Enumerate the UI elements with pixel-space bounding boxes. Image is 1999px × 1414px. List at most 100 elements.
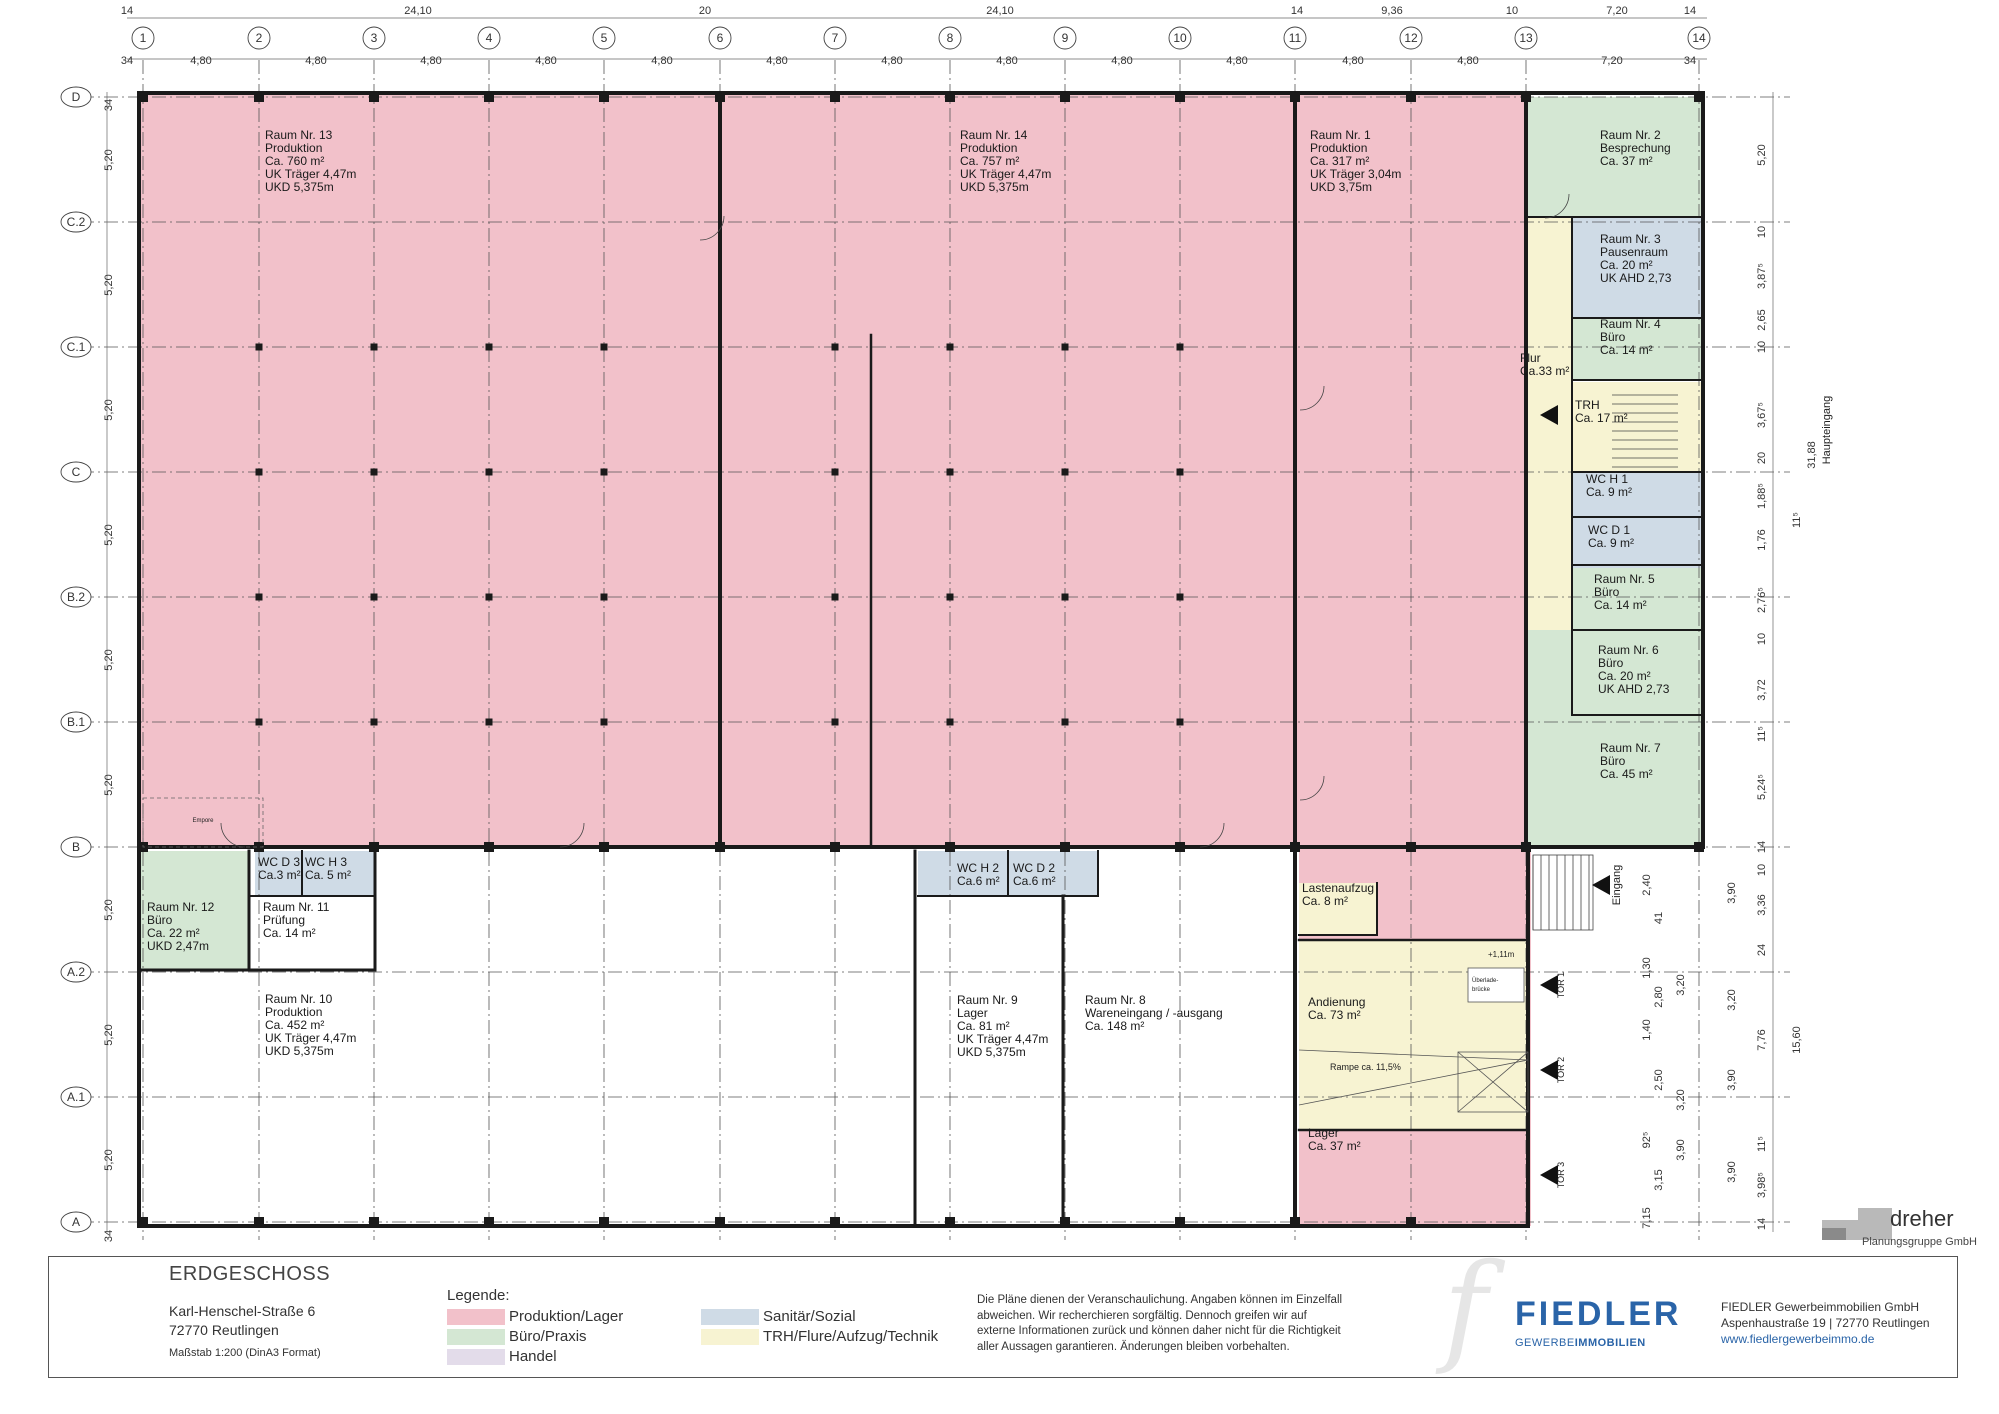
legend-label-2: Büro/Praxis — [509, 1328, 587, 1345]
column — [1406, 92, 1416, 102]
room-detail: Ca. 760 m² — [265, 154, 324, 168]
disclaimer-line: externe Informationen zurück und können … — [977, 1325, 1341, 1337]
room-detail: Ca. 81 m² — [957, 1019, 1010, 1033]
dim-left: 5,20 — [103, 149, 115, 170]
dim-right: 24 — [1756, 944, 1768, 956]
legend-swatch-5 — [701, 1329, 759, 1345]
axis-label: 3 — [371, 31, 378, 45]
room-detail: Ca. 22 m² — [147, 926, 200, 940]
dim-top-1: 24,10 — [986, 5, 1014, 17]
axis-bubble — [247, 26, 271, 50]
column — [1175, 1217, 1185, 1227]
dim-right-lower: 3,15 — [1653, 1169, 1665, 1190]
room-name: WC H 3 — [305, 855, 347, 869]
axis-label: 2 — [256, 31, 263, 45]
axis-marker-C: C — [60, 461, 92, 483]
axis-label: B.1 — [67, 715, 85, 729]
dim-top-1: 9,36 — [1381, 5, 1402, 17]
dim-right: 11⁵ — [1756, 726, 1768, 742]
axis-marker-5: 5 — [592, 26, 616, 50]
room-detail: Ca. 37 m² — [1600, 154, 1653, 168]
dim-top-2: 4,80 — [420, 55, 441, 67]
axis-bubble — [592, 26, 616, 50]
column — [1694, 92, 1704, 102]
column — [831, 468, 839, 476]
room-detail: Produktion — [265, 1005, 322, 1019]
dock-leveller-label: Überlade- — [1472, 977, 1498, 984]
dim-right-lower: 7,15 — [1641, 1207, 1653, 1228]
dim-right: 10 — [1756, 341, 1768, 353]
column — [1694, 842, 1704, 852]
axis-marker-A.1: A.1 — [60, 1086, 92, 1108]
axis-marker-B: B — [60, 836, 92, 858]
entrance-arrow — [1540, 405, 1558, 425]
door-swing — [1544, 193, 1570, 219]
column — [1061, 593, 1069, 601]
column — [1176, 718, 1184, 726]
room-detail: UKD 2,47m — [147, 939, 209, 953]
dim-top-1: 7,20 — [1606, 5, 1627, 17]
column — [1060, 1217, 1070, 1227]
column — [254, 92, 264, 102]
axis-bubble — [823, 26, 847, 50]
ramp — [1298, 967, 1529, 1113]
axis-bubble — [1399, 26, 1423, 50]
ramp-line — [1298, 1059, 1529, 1106]
legend-swatch-2 — [447, 1329, 505, 1345]
column — [1061, 468, 1069, 476]
dim-top-2: 4,80 — [881, 55, 902, 67]
room-name: Andienung — [1308, 995, 1365, 1009]
dim-right-outer: 11⁵ — [1791, 512, 1803, 528]
dim-top-1: 14 — [121, 5, 133, 17]
dim-top-2: 4,80 — [996, 55, 1017, 67]
column — [254, 842, 264, 852]
room-label-15: WC H 3Ca. 5 m² — [305, 855, 351, 882]
column — [254, 1217, 264, 1227]
room-detail: Ca. 452 m² — [265, 1018, 324, 1032]
door-swing — [1299, 775, 1325, 801]
column — [1521, 842, 1531, 852]
legend-label-3: Handel — [509, 1348, 557, 1365]
axis-label: 10 — [1173, 31, 1187, 45]
fill-wc-3 — [255, 851, 375, 896]
column — [1290, 842, 1300, 852]
column — [255, 593, 263, 601]
fill-room-3 — [1572, 218, 1704, 318]
address-city: 72770 Reutlingen — [169, 1322, 279, 1338]
height-label: +1,11m — [1488, 950, 1515, 959]
floor-title: ERDGESCHOSS — [169, 1263, 331, 1285]
room-detail: Ca. 9 m² — [1586, 485, 1632, 499]
dim-right: 5,24⁵ — [1756, 774, 1768, 800]
axis-marker-1: 1 — [131, 26, 155, 50]
axis-marker-C.2: C.2 — [60, 211, 92, 233]
entrance-arrow — [1540, 1165, 1558, 1185]
brand-sub-bold: IMMOBILIEN — [1574, 1337, 1646, 1349]
room-name: Raum Nr. 8 — [1085, 993, 1146, 1007]
axis-bubble — [1053, 26, 1077, 50]
dim-right-lower: 3,90 — [1726, 1069, 1738, 1090]
column — [1406, 842, 1416, 852]
column — [484, 92, 494, 102]
room-name: Raum Nr. 11 — [263, 900, 330, 914]
dim-top-1: 14 — [1684, 5, 1696, 17]
axis-marker-13: 13 — [1514, 26, 1538, 50]
column — [830, 842, 840, 852]
room-detail: UKD 5,375m — [960, 180, 1029, 194]
axis-label: 7 — [832, 31, 839, 45]
dock-leveller — [1467, 967, 1525, 1003]
dim-right-lower: 3,20 — [1675, 974, 1687, 995]
room-detail: UK Träger 3,04m — [1310, 167, 1401, 181]
column — [600, 593, 608, 601]
axis-marker-3: 3 — [362, 26, 386, 50]
column — [946, 468, 954, 476]
dim-top-2: 4,80 — [190, 55, 211, 67]
architect-logo: dreher Planungsgruppe GmbH — [1818, 1200, 1978, 1256]
legend-title: Legende: — [447, 1287, 510, 1304]
room-name: Raum Nr. 9 — [957, 993, 1018, 1007]
dim-right: 1,76 — [1756, 529, 1768, 550]
